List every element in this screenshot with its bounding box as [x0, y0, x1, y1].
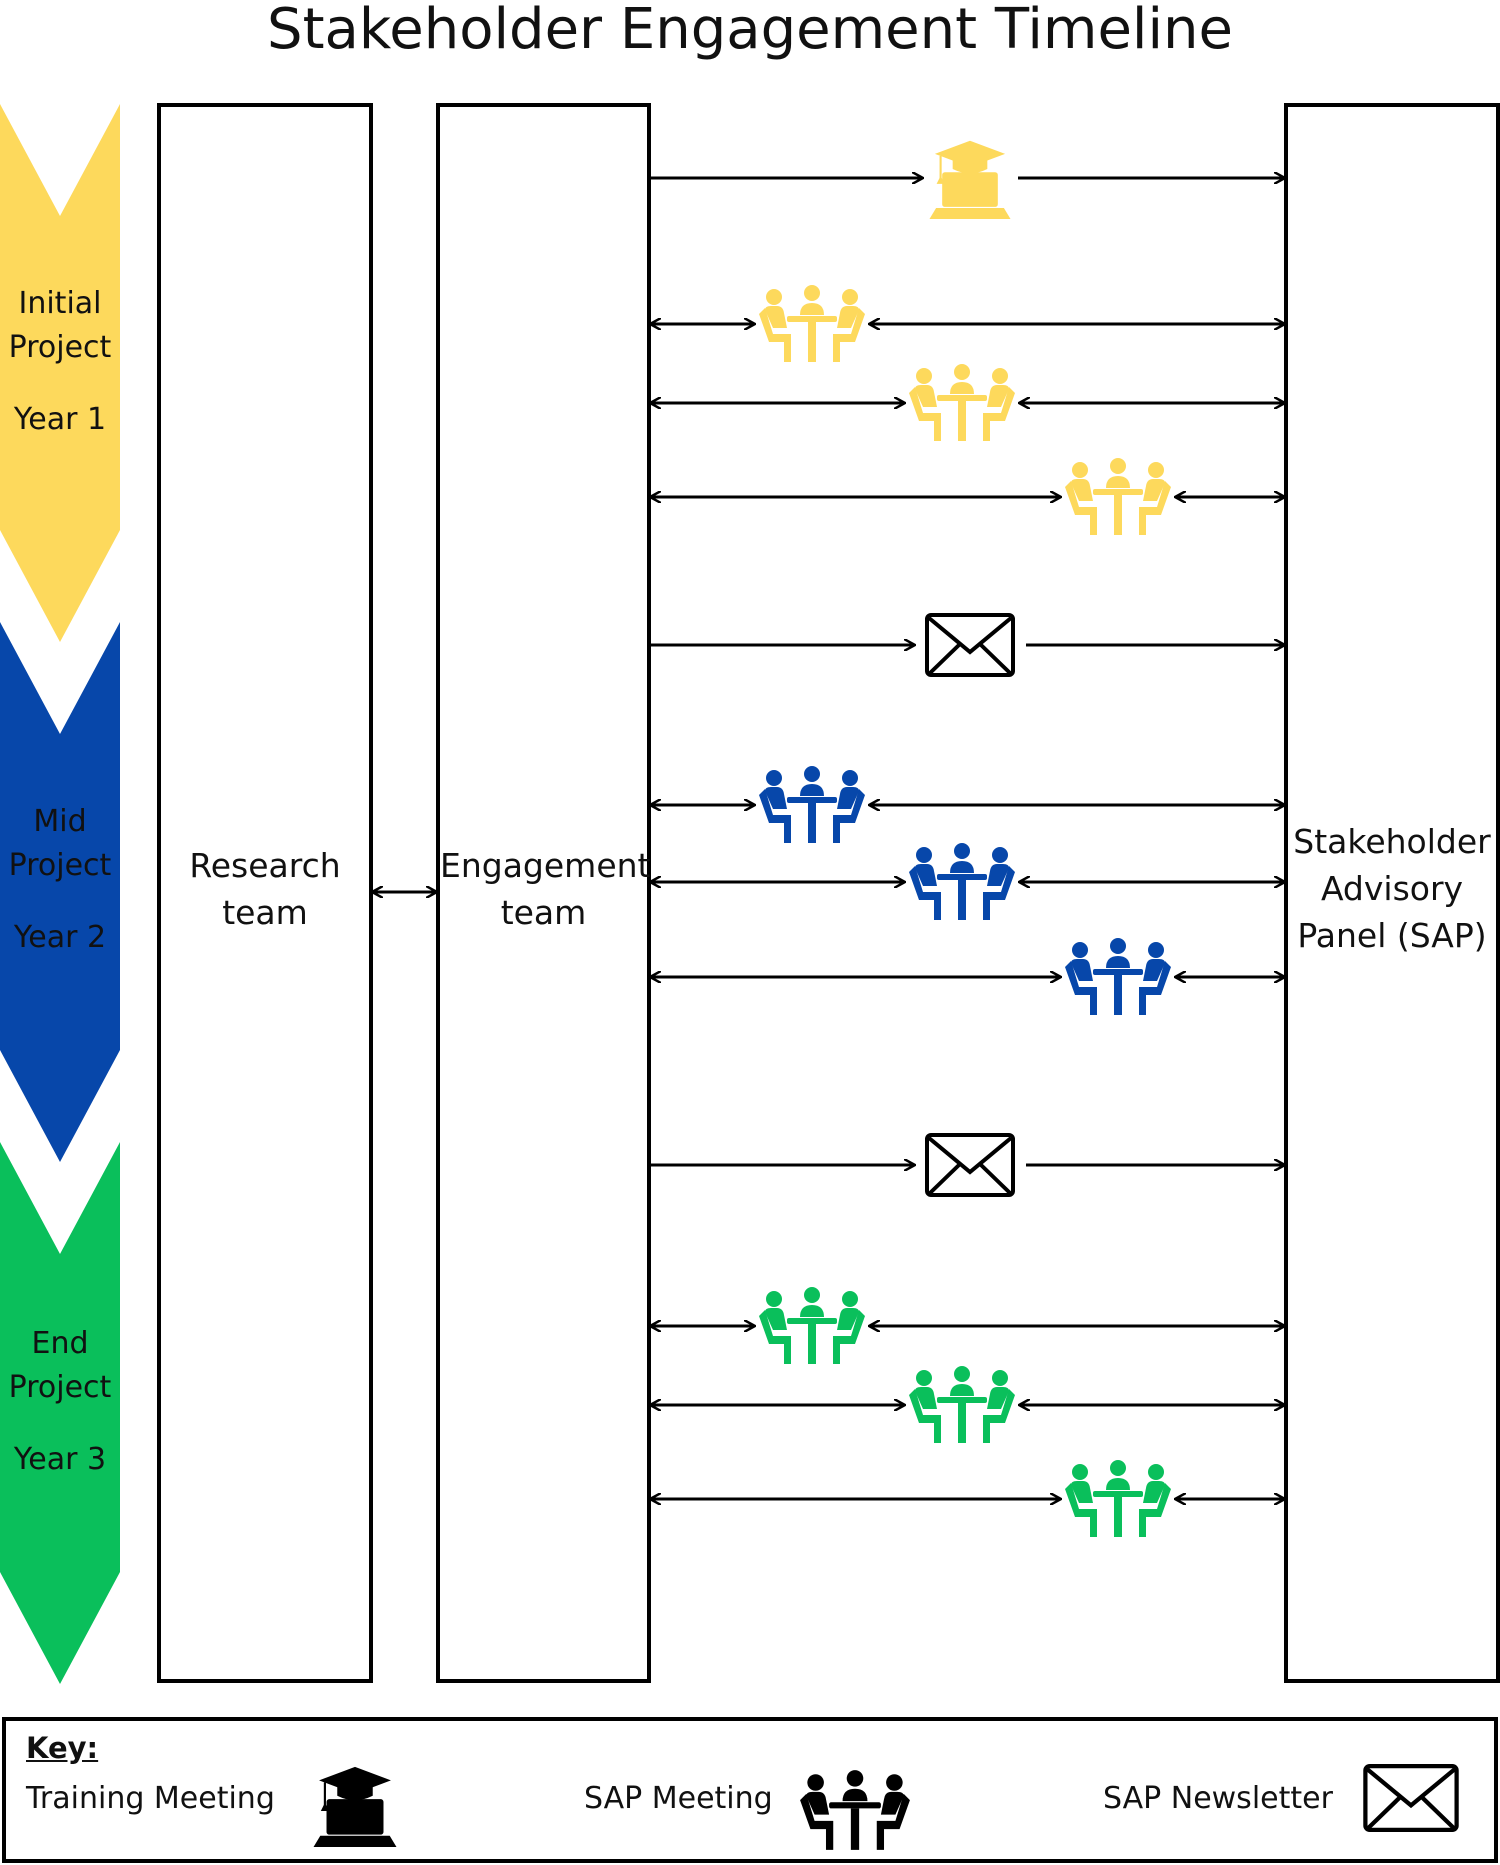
sap-meeting-icon [1065, 938, 1171, 1015]
sap-newsletter-icon [925, 1133, 1015, 1197]
sap-newsletter-icon [925, 613, 1015, 677]
phase-year-mid: Year 2 [13, 920, 107, 955]
training-meeting-icon [929, 140, 1011, 219]
key-label-training: Training Meeting [26, 1781, 275, 1816]
phase-chevron-1 [0, 622, 120, 1162]
research-team-box [157, 103, 373, 1683]
phase-name-mid: Mid Project [8, 804, 112, 883]
phase-name-end: End Project [8, 1326, 112, 1405]
event-icons [759, 140, 1171, 1537]
sap-newsletter-icon [1362, 1763, 1460, 1833]
phase-year-end: Year 3 [13, 1442, 107, 1477]
phase-chevrons [0, 104, 120, 1684]
sap-meeting-icon [909, 843, 1015, 920]
timeline-diagram [0, 104, 1500, 1684]
phase-label-mid: Mid Project Year 2 [0, 800, 120, 960]
engagement-team-label: Engagement team [440, 846, 651, 932]
phase-name-initial: Initial Project [8, 286, 112, 365]
sap-meeting-icon [1065, 458, 1171, 535]
phase-chevron-2 [0, 1142, 120, 1684]
phase-label-end: End Project Year 3 [0, 1322, 120, 1482]
phase-year-initial: Year 1 [13, 402, 107, 437]
phase-label-initial: Initial Project Year 1 [0, 282, 120, 442]
key-label-newsletter: SAP Newsletter [1103, 1781, 1333, 1816]
key-label-meeting: SAP Meeting [584, 1781, 773, 1816]
sap-label: Stakeholder Advisory Panel (SAP) [1293, 822, 1491, 955]
sap-meeting-icon [800, 1770, 910, 1850]
training-meeting-icon [313, 1766, 397, 1847]
sap-meeting-icon [1065, 1460, 1171, 1537]
event-arrows [373, 178, 1284, 1499]
key-title: Key: [26, 1731, 99, 1765]
sap-meeting-icon [909, 1366, 1015, 1443]
engagement-team-box [436, 103, 651, 1683]
sap-meeting-icon [759, 1287, 865, 1364]
sap-meeting-icon [909, 364, 1015, 441]
research-team-label: Research team [189, 846, 341, 932]
diagram-title: Stakeholder Engagement Timeline [267, 0, 1233, 62]
phase-chevron-0 [0, 104, 120, 642]
sap-meeting-icon [759, 285, 865, 362]
sap-box [1284, 103, 1500, 1683]
sap-meeting-icon [759, 766, 865, 843]
legend-key: Key: Training Meeting SAP Meeting SAP Ne… [2, 1717, 1498, 1863]
